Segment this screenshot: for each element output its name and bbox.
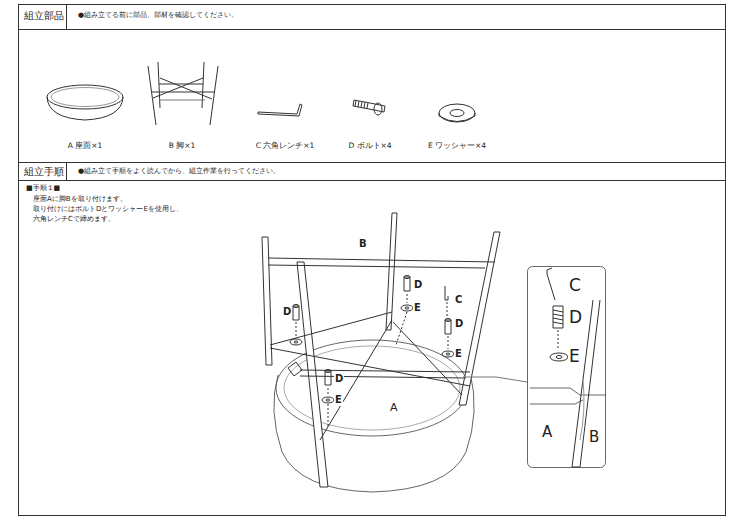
divider (19, 162, 726, 163)
callout-letter: A (541, 424, 553, 441)
instruction-text: 組立手順 (24, 166, 64, 178)
instruction-text: E ワッシャー×4 (428, 142, 486, 151)
callout-letter: D (568, 308, 583, 328)
fasteners (288, 276, 454, 427)
instruction-text: B 脚×1 (169, 142, 196, 151)
callout-letter: D (454, 318, 464, 330)
instruction-text: D ボルト×4 (348, 142, 391, 151)
divider (19, 180, 726, 181)
bolt-part (353, 100, 385, 115)
leg-frame (262, 213, 527, 487)
callout-letter: E (334, 394, 343, 406)
legs-part (148, 62, 218, 125)
instruction-text: C 六角レンチ×1 (256, 142, 315, 151)
page-frame (19, 5, 726, 516)
seat-bowl (274, 340, 474, 492)
callout-letter: E (454, 348, 463, 360)
callout-letter: C (568, 276, 582, 296)
callout-letter: D (282, 306, 292, 318)
instruction-text: ●組み立て手順をよく読んでから、組立作業を行ってください。 (78, 167, 280, 175)
callout-letter: A (389, 402, 399, 415)
instruction-text: ■手順１■ (26, 184, 60, 192)
divider (19, 29, 726, 30)
instruction-text: 座面Aに脚Bを取り付けます。 (33, 195, 127, 203)
callout-letter: D (413, 279, 423, 291)
instruction-text: ●組み立てる前に部品、部材を確認してください。 (78, 11, 238, 19)
callout-letter: C (454, 294, 463, 306)
callout-letter: E (568, 347, 581, 367)
instruction-text: 取り付けにはボルトDとワッシャーEを使用し、 (33, 205, 183, 213)
hex-wrench-part (258, 104, 302, 116)
instruction-text: 六角レンチCで締めます。 (33, 215, 115, 223)
instruction-text: 組立部品 (24, 10, 64, 22)
callout-letter: B (588, 429, 600, 446)
washer-part (439, 104, 475, 122)
callout-letter: D (334, 373, 344, 385)
detail-inset (528, 267, 606, 468)
divider (66, 5, 67, 30)
callout-letter: E (413, 302, 422, 314)
instruction-text: A 座面×1 (68, 142, 103, 151)
seat-part (47, 85, 123, 120)
divider (66, 163, 67, 181)
callout-letter: B (358, 238, 368, 250)
